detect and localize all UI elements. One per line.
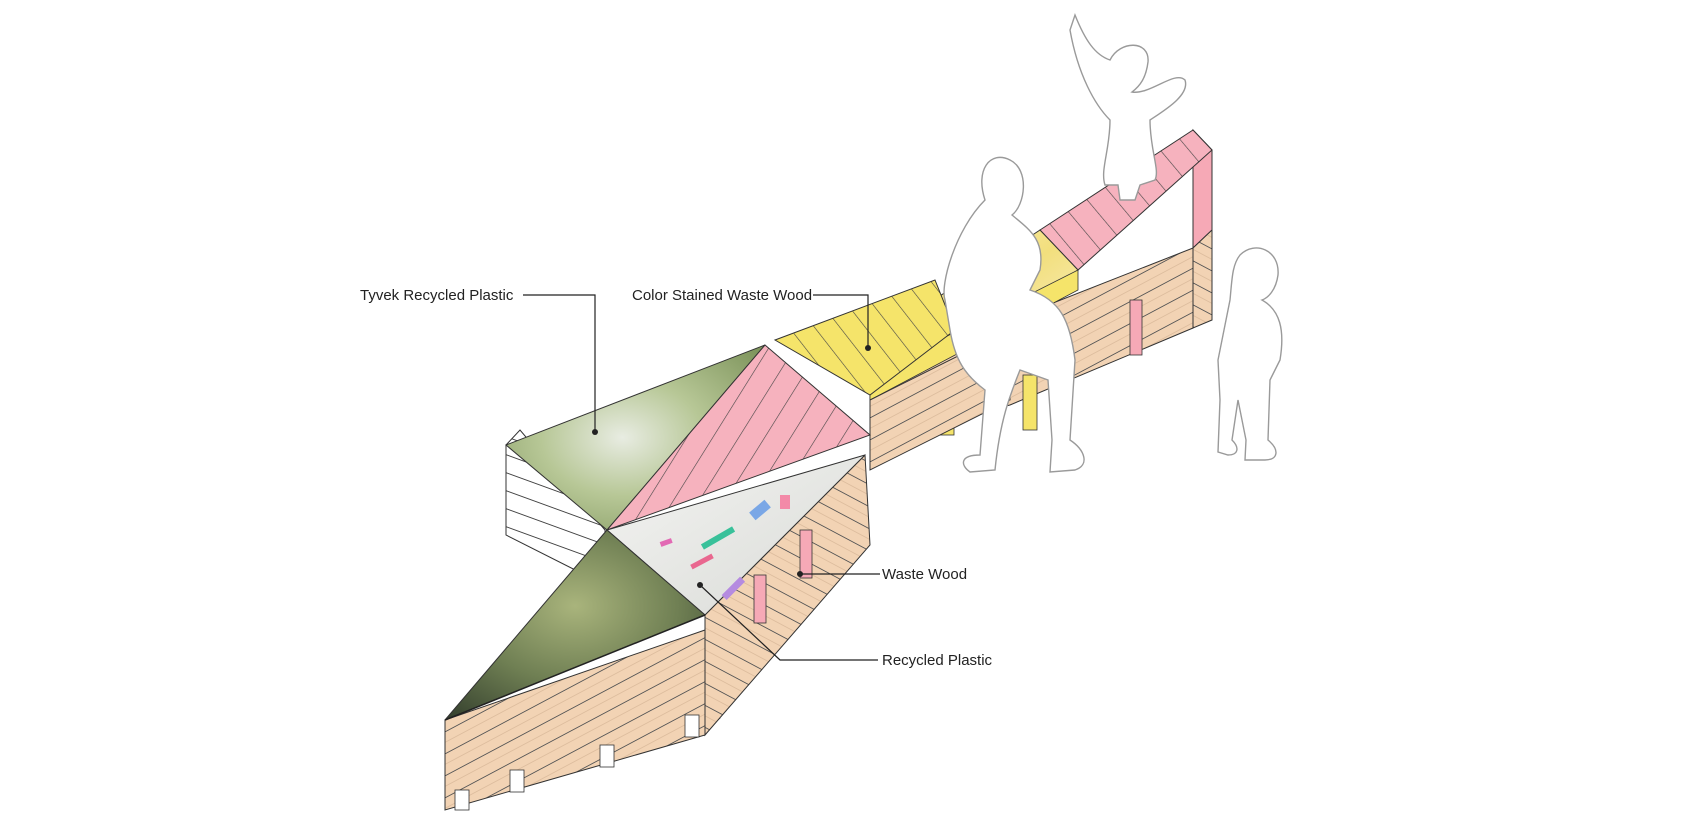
leader-line-tyvek [523,294,596,432]
person-silhouette [1069,12,1187,201]
leader-dots [592,345,871,588]
leader-dot [865,345,871,351]
pink-leg [753,574,767,624]
people-silhouettes [943,12,1283,473]
label-color-stained-waste-wood: Color Stained Waste Wood [632,287,812,304]
plastic-flecks [659,495,790,601]
white-leg [599,744,615,768]
top-edge [444,614,706,721]
pink-slat-top [605,344,871,532]
person-silhouette [1217,247,1283,461]
leader-dot [797,571,803,577]
pink-leg [1129,299,1143,356]
leader-dot [697,582,703,588]
white-leg [454,789,470,811]
pink-leg [799,529,813,579]
label-recycled-plastic: Recycled Plastic [882,652,993,669]
white-leg [509,769,525,793]
right-bench-end [1192,228,1213,329]
leader-line-color-stained [813,294,869,348]
white-leg [684,714,700,738]
leader-line-recycled-plastic [699,584,878,661]
left-bench [444,344,871,811]
yellow-leg [1022,374,1038,431]
person-silhouette [943,156,1085,473]
callouts [523,294,880,661]
leader-dot [592,429,598,435]
label-waste-wood: Waste Wood [882,566,967,583]
label-tyvek-recycled-plastic: Tyvek Recycled Plastic [360,287,514,304]
